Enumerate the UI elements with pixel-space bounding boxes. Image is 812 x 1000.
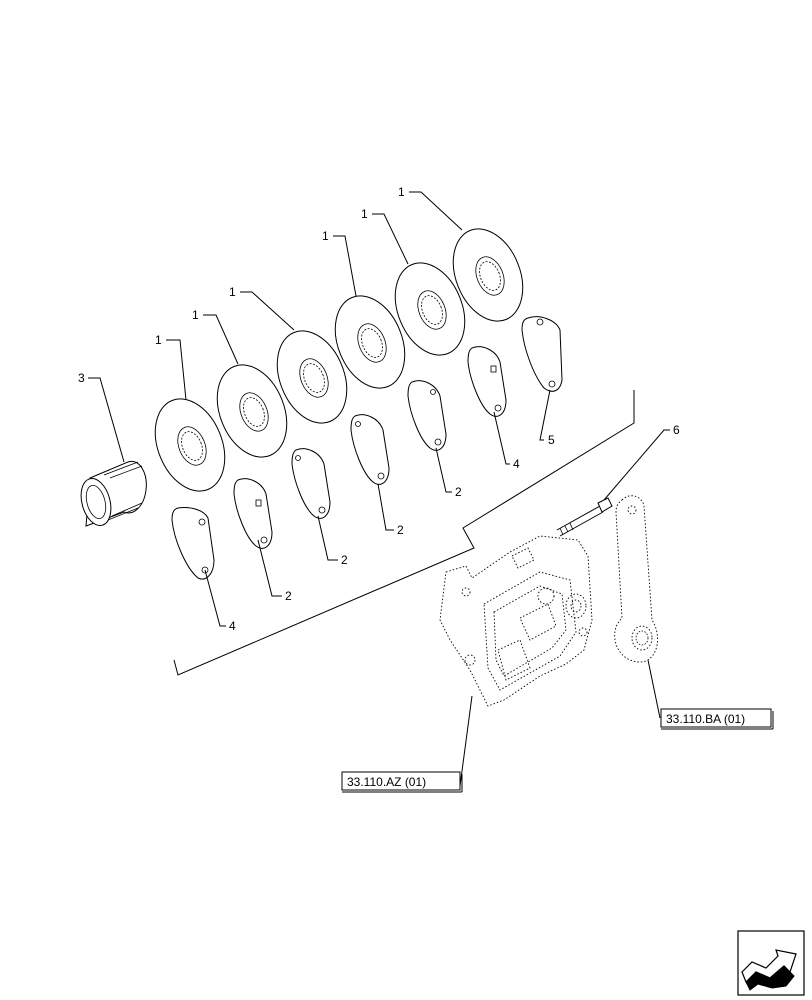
group-bracket — [173, 390, 635, 676]
reference-label-lever: 33.110.BA (01) — [666, 712, 745, 726]
friction-disc — [216, 364, 288, 458]
callout-1: 1 — [155, 333, 162, 347]
separator-plate — [171, 507, 215, 580]
callout-1: 1 — [192, 308, 199, 322]
callout-1: 1 — [361, 207, 368, 221]
callout-3: 3 — [78, 371, 85, 385]
callout-2: 2 — [341, 553, 348, 567]
callout-1: 1 — [322, 229, 329, 243]
friction-disc — [334, 295, 406, 389]
friction-disc — [394, 262, 466, 356]
next-page-arrow-icon[interactable] — [737, 930, 805, 996]
reference-label-housing: 33.110.AZ (01) — [347, 775, 426, 789]
leader-lines — [88, 191, 670, 787]
callout-1: 1 — [398, 185, 405, 199]
valve-housing — [439, 535, 593, 707]
callout-2: 2 — [455, 485, 462, 499]
splined-sleeve — [80, 460, 147, 527]
friction-disc — [154, 398, 226, 492]
separator-plate — [467, 346, 507, 417]
callout-4: 4 — [513, 457, 520, 471]
end-plate — [521, 316, 563, 392]
callout-1: 1 — [229, 285, 236, 299]
pressure-plate — [350, 414, 390, 485]
pressure-plate — [291, 448, 331, 519]
reference-box-housing[interactable]: 33.110.AZ (01) — [341, 771, 463, 793]
callout-5: 5 — [548, 433, 555, 447]
callout-6: 6 — [673, 423, 680, 437]
callout-2: 2 — [397, 523, 404, 537]
bolt — [556, 497, 613, 537]
control-lever — [614, 495, 658, 663]
callout-4: 4 — [229, 619, 236, 633]
callout-2: 2 — [285, 589, 292, 603]
friction-disc — [276, 330, 348, 424]
pressure-plate — [407, 380, 447, 451]
pressure-plate — [233, 478, 273, 549]
reference-box-lever[interactable]: 33.110.BA (01) — [660, 708, 774, 730]
friction-disc — [452, 228, 524, 322]
